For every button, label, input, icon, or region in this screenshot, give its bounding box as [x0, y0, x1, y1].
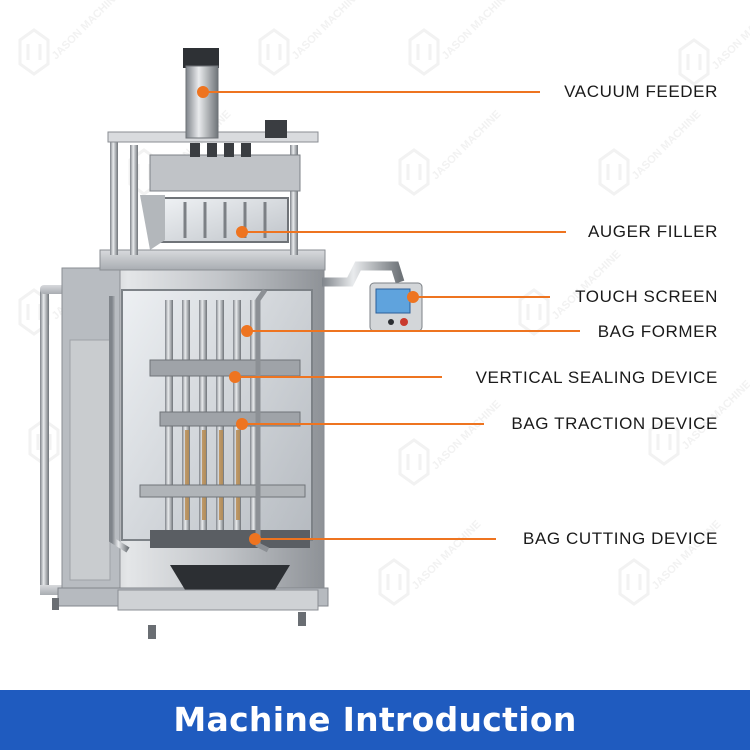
watermark-tile: JASON MACHINE [678, 0, 750, 86]
upper-post-3 [290, 145, 298, 255]
screen-arm [322, 261, 405, 287]
title-banner: Machine Introduction [0, 690, 750, 750]
cutting-blade-housing [150, 530, 310, 548]
foot-1 [52, 598, 59, 610]
watermark-logo-icon [648, 418, 680, 466]
cutting-bar [139, 484, 306, 498]
watermark-tile: JASON MACHINE [378, 518, 484, 606]
stick-bags [185, 430, 240, 520]
watermark-logo-icon [378, 558, 410, 606]
watermark-text: JASON MACHINE [710, 0, 750, 72]
watermark-logo-icon [398, 148, 430, 196]
callout-touch-screen: TOUCH SCREEN [575, 287, 718, 306]
vacuum-feeder-cap [183, 48, 219, 68]
callout-bag-traction-device: BAG TRACTION DEVICE [511, 414, 718, 433]
callout-vacuum-feeder: VACUUM FEEDER [564, 82, 718, 101]
watermark-text: JASON MACHINE [430, 398, 504, 472]
watermark-tile: JASON MACHINE [258, 0, 364, 76]
watermark-tile: JASON MACHINE [598, 108, 704, 196]
watermark-logo-icon [18, 28, 50, 76]
auger-motors [190, 120, 287, 157]
vacuum-feeder-tube [185, 65, 219, 139]
watermark-logo-icon [518, 288, 550, 336]
watermark-logo-icon [598, 148, 630, 196]
foot-2 [148, 625, 156, 639]
left-frame-rail [40, 290, 49, 590]
callout-lines [197, 86, 580, 545]
callout-auger-filler: AUGER FILLER [587, 222, 718, 241]
screen-button-1 [388, 319, 394, 325]
side-door [69, 339, 111, 581]
left-door-handle [109, 296, 130, 553]
watermark-text: JASON MACHINE [290, 0, 364, 62]
watermark-text: JASON MACHINE [550, 248, 624, 322]
watermark-text: JASON MACHINE [440, 0, 514, 62]
top-deck [99, 249, 326, 271]
watermark-text: JASON MACHINE [410, 518, 484, 592]
watermark-logo-icon [408, 28, 440, 76]
watermark-text: JASON MACHINE [630, 108, 704, 182]
callout-vertical-sealing-device: VERTICAL SEALING DEVICE [475, 368, 718, 387]
foot-3 [298, 612, 306, 626]
watermark-logo-icon [678, 38, 710, 86]
watermark-logo-icon [398, 438, 430, 486]
emergency-stop-button [400, 318, 408, 326]
output-tray [117, 589, 319, 611]
callout-bag-cutting-device: BAG CUTTING DEVICE [523, 529, 718, 548]
vertical-sealing-bar [149, 359, 301, 377]
right-door-handle [255, 288, 270, 553]
banner-title: Machine Introduction [173, 700, 577, 739]
watermark-tile: JASON MACHINE [18, 0, 124, 76]
watermark-text: JASON MACHINE [50, 0, 124, 62]
auger-drive-block [149, 154, 301, 192]
watermark-text: JASON MACHINE [430, 108, 504, 182]
watermark-tile: JASON MACHINE [398, 398, 504, 486]
hopper-side [140, 195, 165, 250]
callout-bag-former: BAG FORMER [597, 322, 718, 341]
traction-roller [159, 411, 301, 427]
upper-post-1 [110, 135, 118, 255]
watermark-logo-icon [618, 558, 650, 606]
watermark-logo-icon [258, 28, 290, 76]
watermark-tile: JASON MACHINE [408, 0, 514, 76]
watermark-tile: JASON MACHINE [398, 108, 504, 196]
upper-post-2 [130, 145, 138, 255]
touch-screen-display [375, 288, 411, 314]
